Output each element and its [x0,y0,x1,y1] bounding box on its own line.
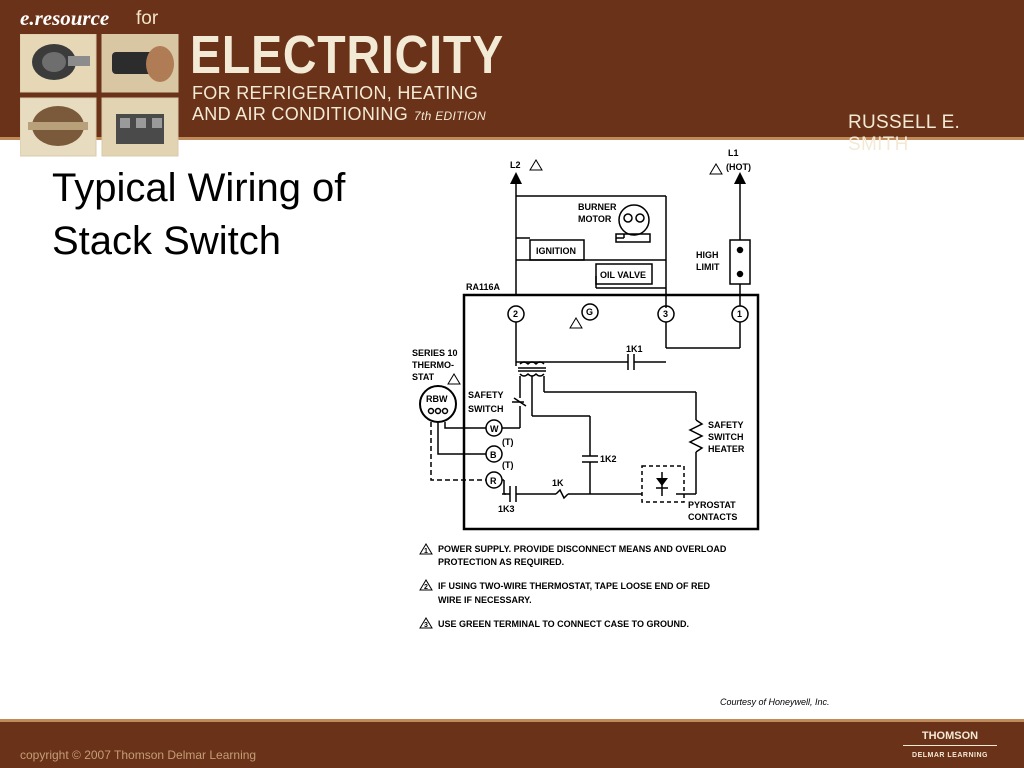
book-edition: 7th EDITION [414,109,486,123]
transformer-secondary [519,372,545,377]
note-2-line1: IF USING TWO-WIRE THERMOSTAT, TAPE LOOSE… [438,581,710,591]
safety-heater-label-3: HEATER [708,444,745,454]
thermostat-b-wire [437,422,486,455]
note-3-marker [419,617,433,629]
safety-heater-label-1: SAFETY [708,420,744,430]
contact-1k-symbol [555,488,569,500]
author-name: RUSSELL E. SMITH [848,112,961,155]
contact-1k3-label: 1K3 [498,504,515,514]
terminal-ground [581,303,599,321]
footer-bar [0,722,1024,768]
note-2-marker [419,579,433,591]
contact-1k-label: 1K [552,478,564,488]
terminal-1-label: 1 [737,309,742,319]
burner-motor-label-2: MOTOR [578,214,612,224]
pyrostat-label-1: PYROSTAT [688,500,736,510]
pyrostat-contacts-box [641,465,685,503]
note-2-line2: WIRE IF NECESSARY. [438,595,532,605]
thermostat-rbw-label: RBW [426,394,448,404]
l1-arrow [734,172,746,184]
b-t-label: (T) [502,460,514,470]
terminal-3-label: 3 [663,309,668,319]
wiring-diagram: L2 L1 (HOT) BURNER MOTOR IGNITION OIL VA… [412,148,760,629]
book-subtitle-line1: FOR REFRIGERATION, HEATING [192,83,479,103]
high-limit-switch [729,239,751,285]
book-title: ELECTRICITY [190,25,504,85]
note-1-triangle-l1 [709,163,723,175]
note-2-triangle [447,373,461,385]
safety-switch-label-2: SWITCH [468,404,504,414]
hot-label: (HOT) [726,162,751,172]
l2-arrow [510,172,522,184]
model-label: RA116A [466,282,501,292]
note-1-marker [419,543,433,555]
burner-motor-label-1: BURNER [578,202,617,212]
safety-heater-label-2: SWITCH [708,432,744,442]
thermostat-label-2: THERMO- [412,360,454,370]
motor-photos-image [19,33,179,157]
slide-title-line2: Stack Switch [52,219,281,263]
thermostat-w-wire [444,422,486,429]
copyright-text: copyright © 2007 Thomson Delmar Learning [20,748,257,762]
publisher-logo: THOMSON [921,730,979,742]
header-rule [0,137,1024,140]
brand-for: for [136,8,159,29]
header-photos [19,33,180,158]
ra116a-relay-box [462,293,760,531]
burner-motor-symbol [618,204,650,236]
note-1-number: 1 [424,548,428,555]
publisher-logo-sub: DELMAR LEARNING [912,752,988,759]
thermostat-symbol [419,385,457,423]
l1-label: L1 [728,148,739,158]
publisher-logo-rule [903,745,997,746]
oil-valve-label: OIL VALVE [600,270,646,280]
safety-switch-heater-resistor [688,419,704,453]
w-terminal-label: W [490,424,499,434]
brand-logo: e.resource [20,6,110,30]
r-terminal-label: R [490,476,497,486]
contact-1k1-label: 1K1 [626,344,643,354]
high-limit-label-2: LIMIT [696,262,720,272]
thermostat-label-1: SERIES 10 [412,348,458,358]
ignition-label: IGNITION [536,246,576,256]
terminal-ground-label: G [586,307,593,317]
note-2-number: 2 [424,584,428,591]
l2-label: L2 [510,160,521,170]
high-limit-label-1: HIGH [696,250,719,260]
terminal-2-label: 2 [513,309,518,319]
note-1-line2: PROTECTION AS REQUIRED. [438,557,564,567]
ignition-box [529,239,585,261]
image-courtesy: Courtesy of Honeywell, Inc. [720,697,830,707]
thermostat-r-wire [430,422,486,481]
pyrostat-label-2: CONTACTS [688,512,737,522]
note-3-triangle [569,317,583,329]
slide-title: Typical Wiring of Stack Switch [52,162,412,268]
w-t-label: (T) [502,437,514,447]
b-terminal-label: B [490,450,497,460]
safety-switch-label-1: SAFETY [468,390,504,400]
transformer-primary [519,361,545,366]
footer-rule [0,719,1024,722]
note-1-triangle-l2 [529,159,543,171]
book-subtitle-line2: AND AIR CONDITIONING 7th EDITION [192,104,486,125]
book-subtitle-line2-text: AND AIR CONDITIONING [192,104,409,124]
slide-title-line1: Typical Wiring of [52,166,346,210]
note-3-number: 3 [424,622,428,629]
note-3-line1: USE GREEN TERMINAL TO CONNECT CASE TO GR… [438,619,689,629]
burner-motor-base [615,233,651,243]
note-1-line1: POWER SUPPLY. PROVIDE DISCONNECT MEANS A… [438,544,727,554]
contact-1k2-label: 1K2 [600,454,617,464]
oil-valve-box [595,263,653,285]
thermostat-label-3: STAT [412,372,435,382]
